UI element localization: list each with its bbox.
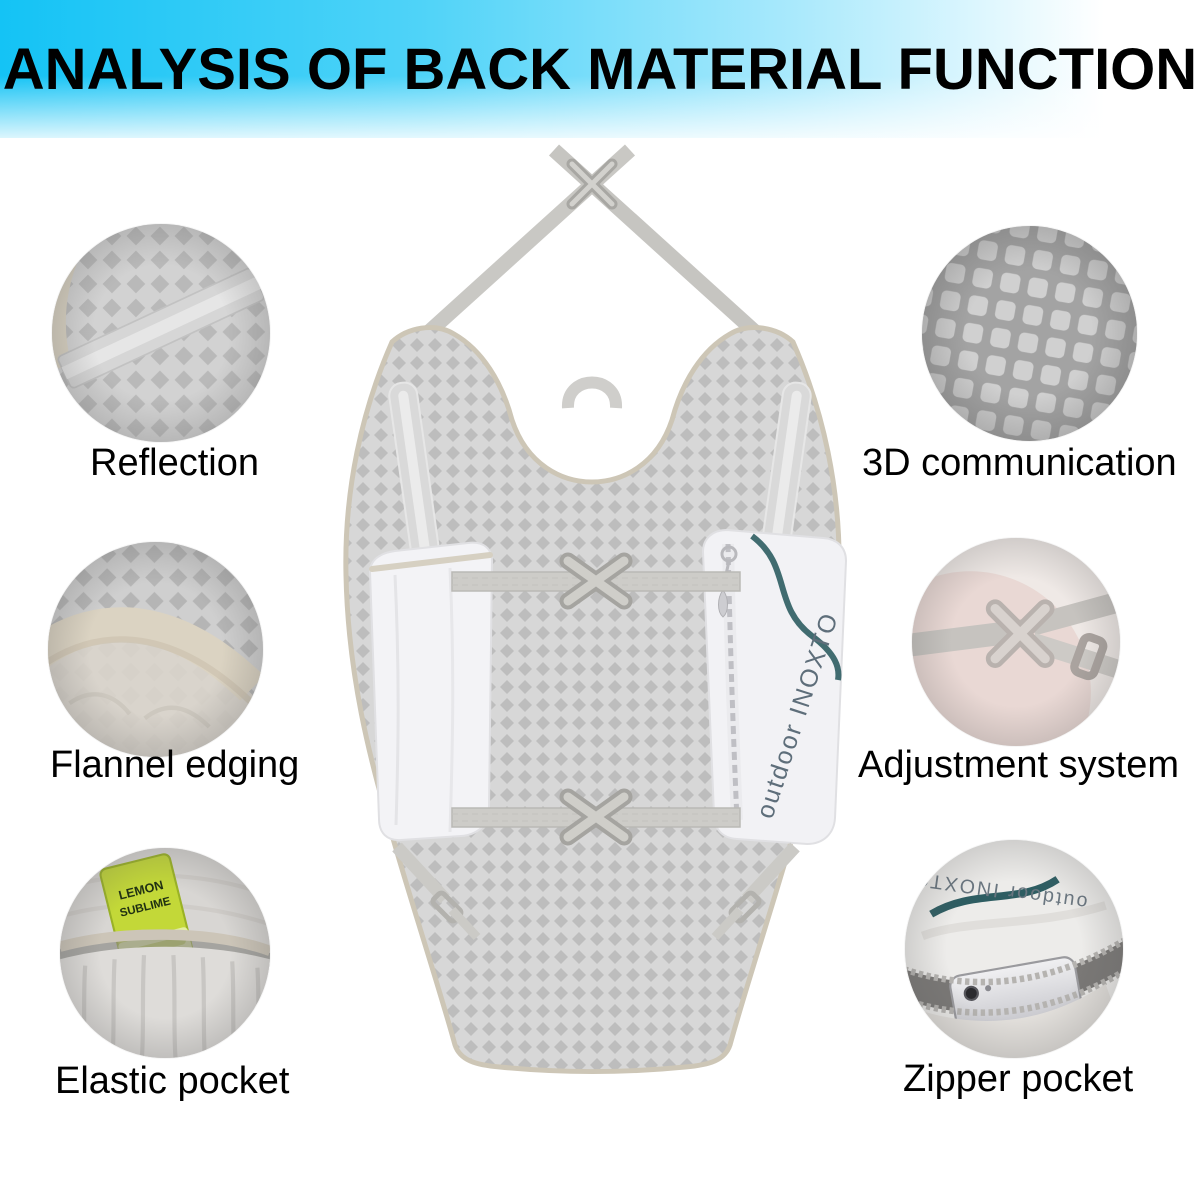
top-cross-straps [414, 144, 770, 346]
feature-photo-adjustment-system [912, 538, 1120, 746]
feature-label-elastic-pocket: Elastic pocket [55, 1060, 290, 1102]
feature-photo-elastic-pocket: LEMON SUBLIME [60, 848, 270, 1058]
bottom-strap-left [392, 842, 481, 941]
hang-loop [562, 376, 622, 409]
brand-wave [750, 533, 842, 681]
page-title: ANALYSIS OF BACK MATERIAL FUNCTION [2, 36, 1198, 102]
reflective-strip-left [388, 381, 440, 563]
feature-label-flannel-edging: Flannel edging [50, 744, 300, 786]
title-banner: ANALYSIS OF BACK MATERIAL FUNCTION [0, 0, 1200, 138]
vest-svg: outdoor INOXTO [343, 144, 848, 1074]
x-buckle-lower-icon [559, 788, 633, 846]
feature-label-reflection: Reflection [90, 442, 259, 484]
bottom-strap-right [711, 842, 800, 941]
feature-photo-zipper-pocket: outdoor INOXTO [905, 840, 1123, 1058]
zipper-teeth [725, 543, 740, 821]
x-buckle-upper-icon [559, 552, 633, 610]
feature-photo-flannel-edging [48, 542, 263, 757]
upper-chest-strap [451, 552, 741, 610]
feature-label-adjustment-system: Adjustment system [858, 744, 1179, 786]
feature-label-zipper-pocket: Zipper pocket [903, 1058, 1134, 1100]
hydration-vest-illustration: outdoor INOXTO [300, 120, 900, 1100]
lower-chest-strap [451, 788, 741, 846]
feature-photo-3d-mesh [922, 226, 1137, 441]
x-slider-icon [566, 158, 618, 210]
feature-photo-reflection [52, 224, 270, 442]
feature-label-3d-communication: 3D communication [862, 442, 1177, 484]
